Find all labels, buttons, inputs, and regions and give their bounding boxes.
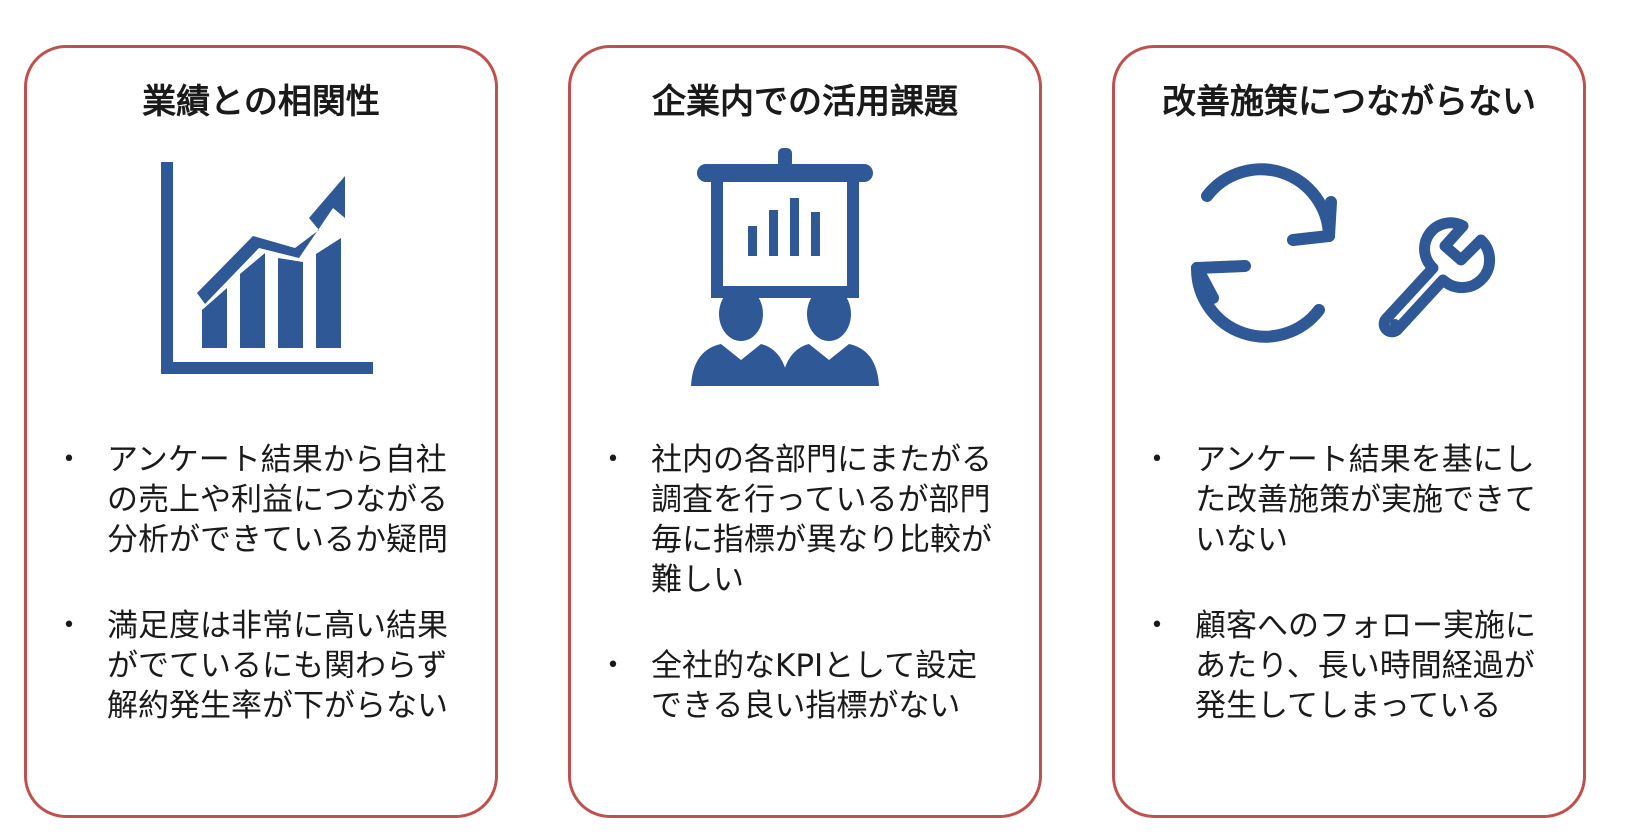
issue-card-internal-usage: 企業内での活用課題 • 社内の各部門にまたがる 調査を行ってい (568, 45, 1042, 818)
bullet-text: 満足度は非常に高い結果 がでているにも関わらず 解約発生率が下がらない (107, 608, 448, 724)
bullet-mark: • (62, 447, 76, 472)
refresh-wrench-icon (1190, 163, 1496, 343)
card-title: 業績との相関性 (142, 82, 380, 122)
bullet-mark: • (606, 653, 620, 678)
bullet-item: • 社内の各部門にまたがる 調査を行っているが部門 毎に指標が異なり比較が 難し… (603, 440, 1015, 600)
bullet-text: アンケート結果から自社 の売上や利益につながる 分析ができているか疑問 (107, 442, 448, 558)
card-title: 企業内での活用課題 (652, 82, 958, 122)
bullet-item: • 顧客へのフォロー実施に あたり、長い時間経過が 発生してしまっている (1147, 606, 1559, 726)
bullet-list: • 社内の各部門にまたがる 調査を行っているが部門 毎に指標が異なり比較が 難し… (603, 440, 1015, 772)
presentation-meeting-icon (691, 148, 879, 386)
issue-card-improvement-actions: 改善施策につながらない • アンケート結果を基にし た改善施策が実施できて いな… (1112, 45, 1586, 818)
card-title: 改善施策につながらない (1162, 82, 1536, 122)
bullet-list: • アンケート結果から自社 の売上や利益につながる 分析ができているか疑問 • … (59, 440, 471, 772)
growth-chart-icon (161, 162, 373, 374)
bullet-item: • 満足度は非常に高い結果 がでているにも関わらず 解約発生率が下がらない (59, 606, 471, 726)
issue-card-performance-correlation: 業績との相関性 • アンケート結果から自社 の売上や利益につながる 分析ができて… (24, 45, 498, 818)
bullet-item: • アンケート結果を基にし た改善施策が実施できて いない (1147, 440, 1559, 560)
bullet-mark: • (606, 447, 620, 472)
bullet-text: アンケート結果を基にし た改善施策が実施できて いない (1195, 442, 1536, 558)
bullet-text: 全社的なKPIとして設定 できる良い指標がない (651, 648, 978, 724)
bullet-mark: • (1150, 613, 1164, 638)
bullet-text: 社内の各部門にまたがる 調査を行っているが部門 毎に指標が異なり比較が 難しい (651, 442, 992, 598)
bullet-mark: • (62, 613, 76, 638)
bullet-list: • アンケート結果を基にし た改善施策が実施できて いない • 顧客へのフォロー… (1147, 440, 1559, 772)
bullet-item: • アンケート結果から自社 の売上や利益につながる 分析ができているか疑問 (59, 440, 471, 560)
bullet-text: 顧客へのフォロー実施に あたり、長い時間経過が 発生してしまっている (1195, 608, 1536, 724)
bullet-mark: • (1150, 447, 1164, 472)
bullet-item: • 全社的なKPIとして設定 できる良い指標がない (603, 646, 1015, 726)
